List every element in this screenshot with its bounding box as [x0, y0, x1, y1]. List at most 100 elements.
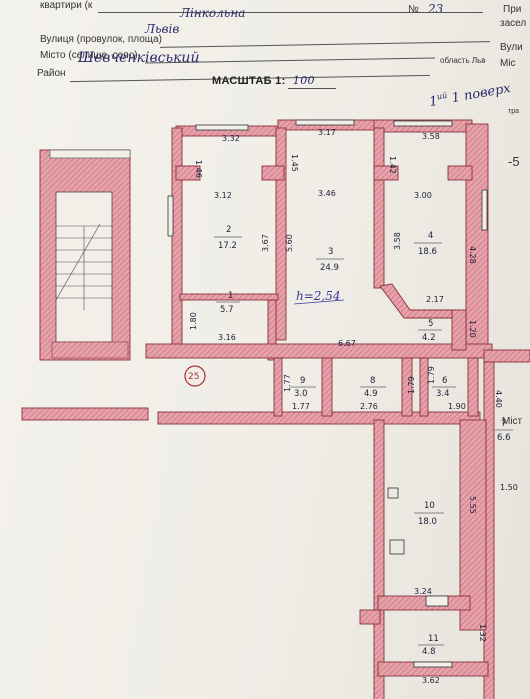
dimensions: 3.32 3.17 3.58 1.46 1.45 1.42 3.12 3.46 …	[189, 128, 518, 685]
oblast-label: область Льв	[440, 56, 486, 65]
dim-177a: 1.77	[283, 374, 292, 392]
room-2-area: 17.2	[218, 241, 237, 251]
scale-prefix: МАСШТАБ 1:	[212, 75, 286, 87]
pillar-1	[175, 165, 201, 181]
apartment-label: квартири (к	[40, 0, 93, 11]
clipped-text-7: Міст	[502, 416, 523, 427]
height-underline	[293, 299, 345, 305]
dim-324: 3.24	[414, 587, 432, 596]
dim-555: 5.55	[468, 496, 477, 514]
dim-332: 3.32	[222, 134, 240, 143]
room-6-area: 3.4	[436, 389, 450, 399]
window-6	[413, 661, 453, 668]
dim-316: 3.16	[218, 333, 236, 342]
room-8-num: 8	[370, 376, 375, 386]
clipped-text-6: -5	[508, 154, 520, 169]
dim-179a: 1.79	[407, 376, 416, 394]
stair-number-circle	[184, 365, 206, 387]
wall-room9-right	[321, 357, 333, 417]
wall-divider-2-3	[275, 127, 287, 341]
room-10-num: 10	[424, 501, 435, 511]
district-label: Район	[37, 68, 66, 79]
wall-corridor-bottom	[157, 411, 481, 425]
dim-317: 3.17	[318, 128, 336, 137]
room-3-num: 3	[328, 247, 333, 257]
dim-300: 3.00	[414, 191, 432, 200]
dim-367: 3.67	[261, 234, 270, 252]
wall-right-stub	[483, 349, 530, 363]
clipped-text-4: Міс	[500, 58, 516, 69]
city-value: Львів	[145, 22, 180, 36]
room-4-area: 18.6	[418, 247, 437, 257]
pillar-4	[447, 165, 473, 181]
scale-underline	[288, 88, 336, 89]
stair-top-cap	[49, 149, 131, 159]
dim-142: 1.42	[388, 156, 397, 174]
clipped-text-5: тра	[508, 108, 519, 115]
dim-358a: 3.58	[422, 132, 440, 141]
apartment-line	[98, 12, 483, 13]
wall-room5-right	[451, 309, 467, 351]
window-1	[195, 124, 249, 131]
scale-label: МАСШТАБ 1: 100	[212, 74, 315, 87]
wall-room6-left	[419, 357, 429, 417]
room-11-area: 4.8	[422, 647, 436, 657]
room-7-num: 7	[501, 419, 506, 429]
room-11-num: 11	[428, 634, 439, 644]
room-labels: 1 5.7 2 17.2 3 24.9 4 18.6 5 4.2 6 3.4 7…	[214, 225, 513, 657]
stair-treads	[55, 223, 112, 310]
wall-divider-3-4	[373, 127, 385, 289]
wall-room1-top	[179, 293, 279, 301]
walls	[21, 119, 530, 699]
dim-358b: 3.58	[393, 232, 402, 250]
wall-left-stub	[21, 407, 149, 421]
clipped-text-2: засел	[500, 18, 527, 29]
dim-217: 2.17	[426, 295, 444, 304]
room-7-area: 6.6	[497, 433, 511, 443]
number-label: №	[408, 4, 419, 15]
wall-slant	[379, 283, 461, 319]
stair-block	[39, 149, 131, 361]
wall-mid-horizontal	[145, 343, 493, 359]
height-label: h=2,54	[296, 289, 341, 303]
sink-fixture	[387, 487, 399, 499]
clipped-text-3: Вули	[500, 42, 523, 53]
dim-276: 2.76	[360, 402, 378, 411]
window-3	[393, 120, 453, 127]
room-6-num: 6	[442, 376, 447, 386]
room-5-area: 4.2	[422, 333, 436, 343]
room-5-num: 5	[428, 319, 433, 329]
room-4-num: 4	[428, 231, 433, 241]
wall-room10-right	[459, 419, 487, 631]
room-9-area: 3.0	[294, 389, 308, 399]
room-8-area: 4.9	[364, 389, 378, 399]
wall-step	[359, 609, 381, 625]
room-3-area: 24.9	[320, 263, 339, 273]
window-7	[425, 595, 449, 607]
dim-179b: 1.79	[427, 366, 436, 384]
stove-fixture	[389, 539, 405, 555]
stair-bottom-cap	[51, 341, 129, 359]
dim-146: 1.46	[194, 160, 203, 178]
scale-value: 100	[292, 74, 315, 87]
wall-room10-bottom	[377, 595, 471, 611]
room-9-num: 9	[300, 376, 305, 386]
dim-190: 1.90	[448, 402, 466, 411]
city-label: Місто (селище, село)	[40, 50, 138, 61]
wall-room9-left	[273, 357, 283, 417]
dim-145: 1.45	[290, 154, 299, 172]
district-value: Шевченківський	[78, 50, 200, 66]
pillar-2	[261, 165, 285, 181]
dim-180: 1.80	[189, 312, 198, 330]
window-2	[295, 119, 355, 126]
dim-150: 1.50	[500, 483, 518, 492]
street-label: Вулиця (провулок, площа)	[40, 34, 162, 45]
room-1-area: 5.7	[220, 305, 234, 315]
wall-room6-right	[467, 357, 479, 417]
room-2-num: 2	[226, 225, 231, 235]
dim-346: 3.46	[318, 189, 336, 198]
pillar-3	[373, 165, 399, 181]
dim-362: 3.62	[422, 676, 440, 685]
dim-560: 5.60	[285, 234, 294, 252]
